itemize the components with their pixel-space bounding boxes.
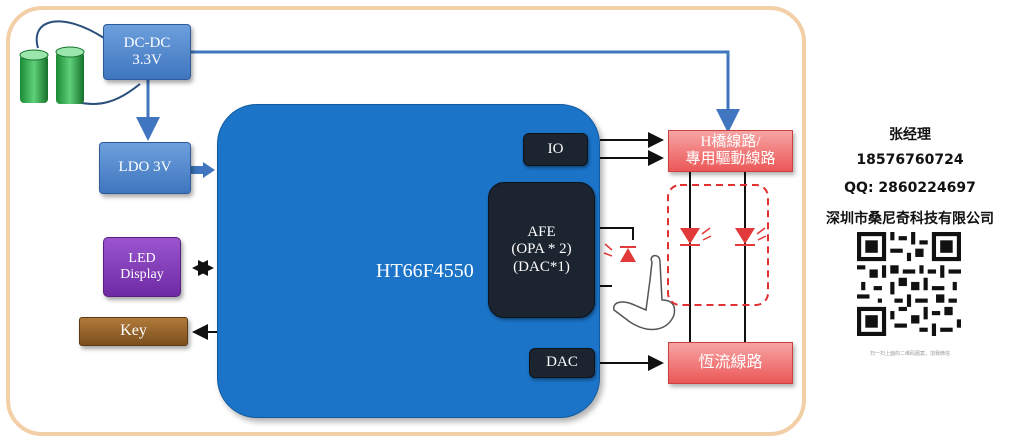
qr-code-icon[interactable] — [857, 232, 961, 336]
constant-current-label: 恆流線路 — [698, 353, 763, 371]
led-icon — [680, 227, 712, 246]
dac-block: DAC — [529, 348, 595, 378]
hbridge-label: H橋線路/ 專用驅動線路 — [685, 133, 776, 167]
dcdc-label: DC-DC 3.3V — [123, 34, 171, 68]
led-icon — [735, 227, 767, 246]
constant-current-block: 恆流線路 — [668, 342, 793, 384]
led-display-block: LED Display — [103, 237, 181, 297]
ldo-block: LDO 3V — [99, 142, 191, 194]
battery-icon — [19, 20, 141, 105]
key-label: Key — [120, 322, 147, 340]
dac-label: DAC — [546, 354, 578, 371]
sensor-led-icon — [603, 243, 636, 262]
hbridge-block: H橋線路/ 專用驅動線路 — [668, 130, 793, 172]
hand-icon — [613, 254, 676, 331]
led-group-outline — [667, 184, 769, 306]
contact-name: 张经理 — [889, 127, 931, 143]
afe-block: AFE (OPA * 2) (DAC*1) — [488, 182, 595, 318]
io-label: IO — [547, 140, 564, 157]
ldo-label: LDO 3V — [118, 159, 172, 176]
contact-qq: QQ: 2860224697 — [844, 180, 976, 196]
contact-company: 深圳市桑尼奇科技有限公司 — [826, 211, 994, 227]
diagram-frame — [6, 6, 806, 436]
mcu-label: HT66F4550 — [376, 260, 474, 282]
qr-caption: 扫一扫上面的二维码图案，加我微信 — [869, 351, 950, 357]
io-block: IO — [523, 133, 588, 166]
dcdc-block: DC-DC 3.3V — [103, 24, 191, 80]
led-display-label: LED Display — [120, 250, 164, 282]
contact-phone: 18576760724 — [856, 152, 964, 168]
afe-label: AFE (OPA * 2) (DAC*1) — [511, 224, 572, 275]
key-block: Key — [79, 317, 188, 346]
